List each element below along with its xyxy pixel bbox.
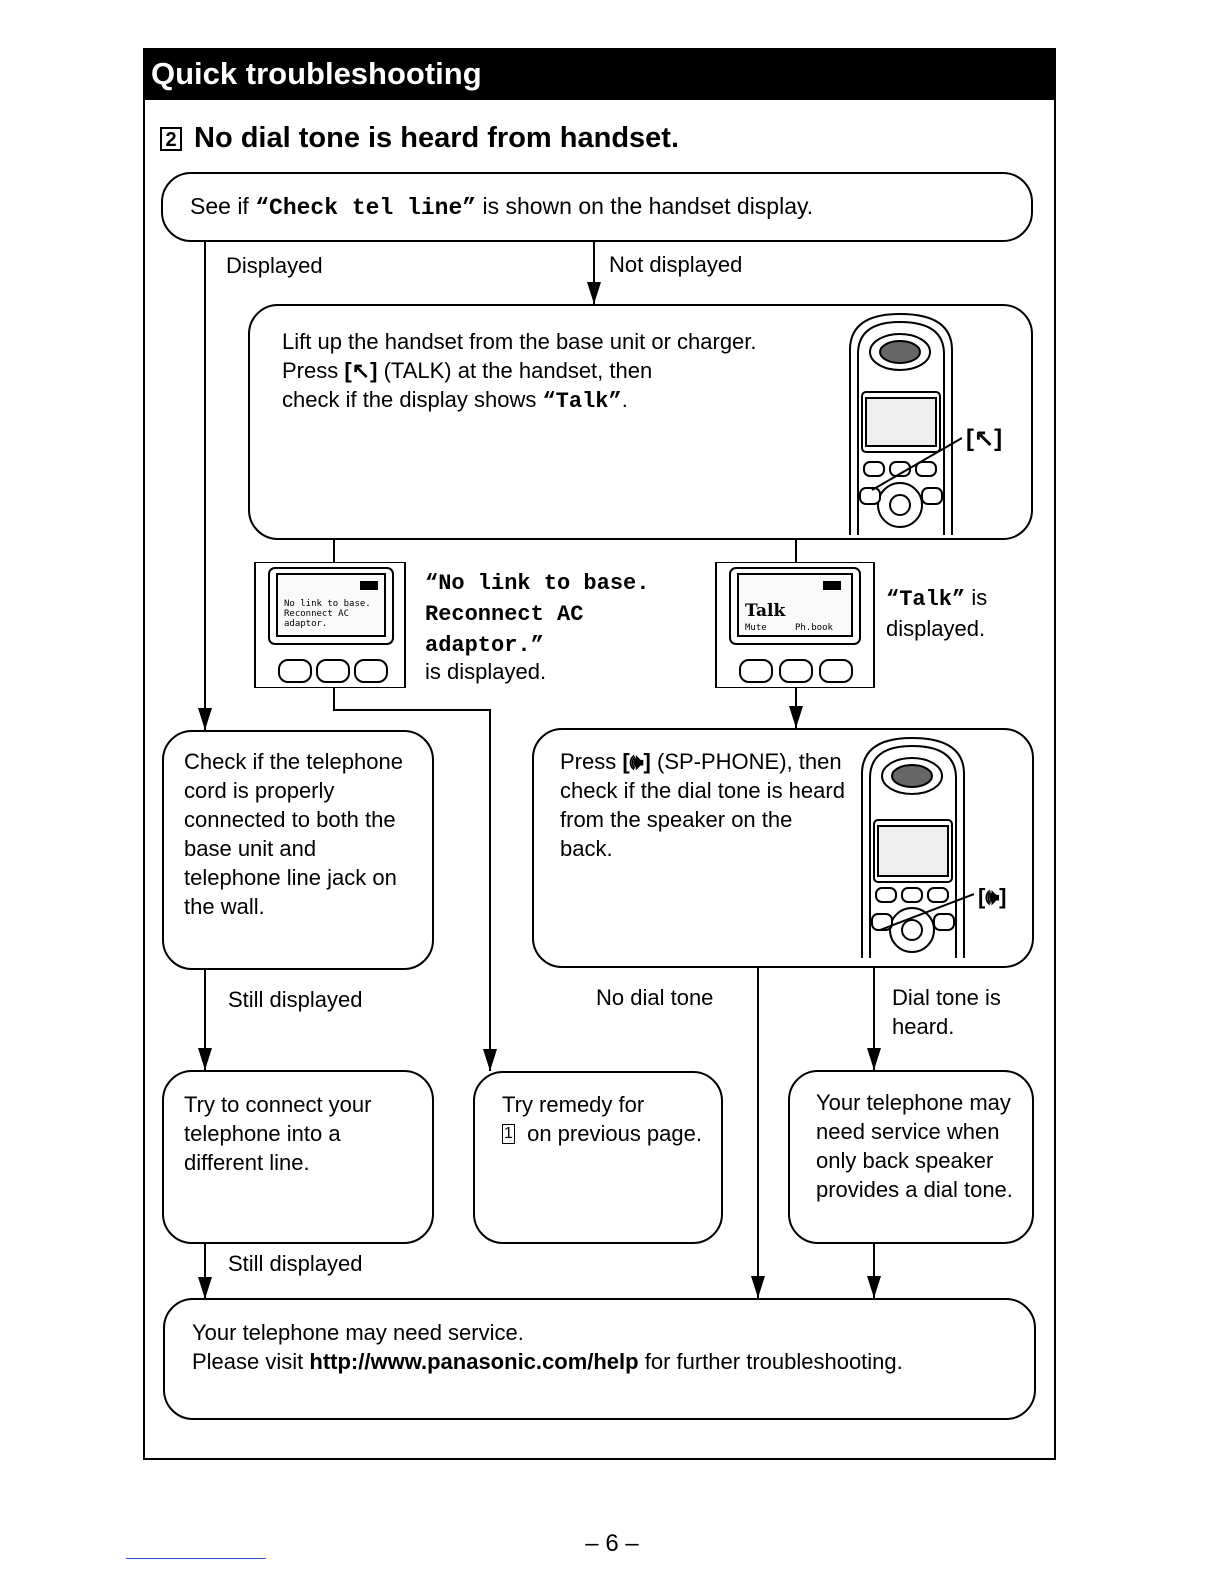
label-still-displayed-2: Still displayed — [228, 1251, 363, 1276]
lift-handset-box — [248, 304, 1033, 540]
handset-no-link-illustration — [254, 562, 406, 688]
talk-displayed-text: “Talk” is displayed. — [886, 585, 988, 641]
sp-phone-box — [532, 728, 1034, 968]
final-service-box — [163, 1298, 1036, 1420]
handset-talk-shown-illustration — [715, 562, 875, 688]
talk-key-callout: [↖] — [966, 425, 1003, 452]
try-different-line-text: Try to connect your telephone into a dif… — [184, 1092, 372, 1175]
lift-handset-text: Lift up the handset from the base unit o… — [282, 329, 757, 414]
section-title-text: No dial tone is heard from handset. — [194, 122, 680, 154]
handset-speaker-illustration — [861, 736, 974, 958]
sp-phone-key-label: [🕪] — [622, 749, 651, 774]
remedy-number: 1 — [502, 1123, 515, 1144]
check-cord-box — [162, 730, 434, 970]
label-no-dial-tone: No dial tone — [596, 985, 714, 1010]
page-number: – 6 – — [585, 1530, 639, 1557]
label-not-displayed: Not displayed — [609, 252, 743, 277]
talk-lcd-big: Talk — [745, 601, 786, 621]
handset-talk-illustration — [849, 312, 962, 535]
check-tel-line-display: “Check tel line” — [255, 195, 477, 221]
start-check-text: See if “Check tel line” is shown on the … — [190, 193, 814, 221]
section-number: 2 — [160, 126, 182, 151]
label-still-displayed-1: Still displayed — [228, 987, 363, 1012]
start-check-box — [161, 172, 1033, 242]
talk-lcd-soft-right: Ph.book — [795, 623, 833, 633]
try-remedy-text: Try remedy for 1 on previous page. — [502, 1092, 702, 1146]
try-remedy-box — [473, 1071, 723, 1244]
help-url-link[interactable]: http://www.panasonic.com/help — [309, 1349, 639, 1374]
service-back-speaker-text: Your telephone may need service when onl… — [816, 1090, 1013, 1202]
page-title: Quick troubleshooting — [143, 48, 1056, 100]
sp-phone-text: Press [🕪] (SP-PHONE), then check if the … — [560, 749, 845, 861]
talk-key-label: [↖] — [344, 358, 378, 383]
no-link-message: “No link to base. Reconnect AC adaptor.” — [425, 571, 650, 658]
try-different-line-box — [162, 1070, 434, 1244]
no-link-suffix: is displayed. — [425, 659, 547, 684]
check-cord-text: Check if the telephone cord is properly … — [184, 749, 403, 919]
label-displayed: Displayed — [226, 253, 323, 278]
final-service-text: Your telephone may need service. Please … — [192, 1320, 903, 1374]
sp-phone-key-callout: [🕪] — [978, 884, 1007, 909]
no-link-lcd-text: No link to base. Reconnect AC adaptor. — [284, 599, 371, 629]
section-title: 2 No dial tone is heard from handset. — [160, 122, 679, 155]
footer-rule — [126, 1558, 266, 1559]
talk-lcd-soft-left: Mute — [745, 623, 767, 633]
label-dial-tone-heard: Dial tone is heard. — [892, 985, 1001, 1039]
service-back-speaker-box — [788, 1070, 1034, 1244]
